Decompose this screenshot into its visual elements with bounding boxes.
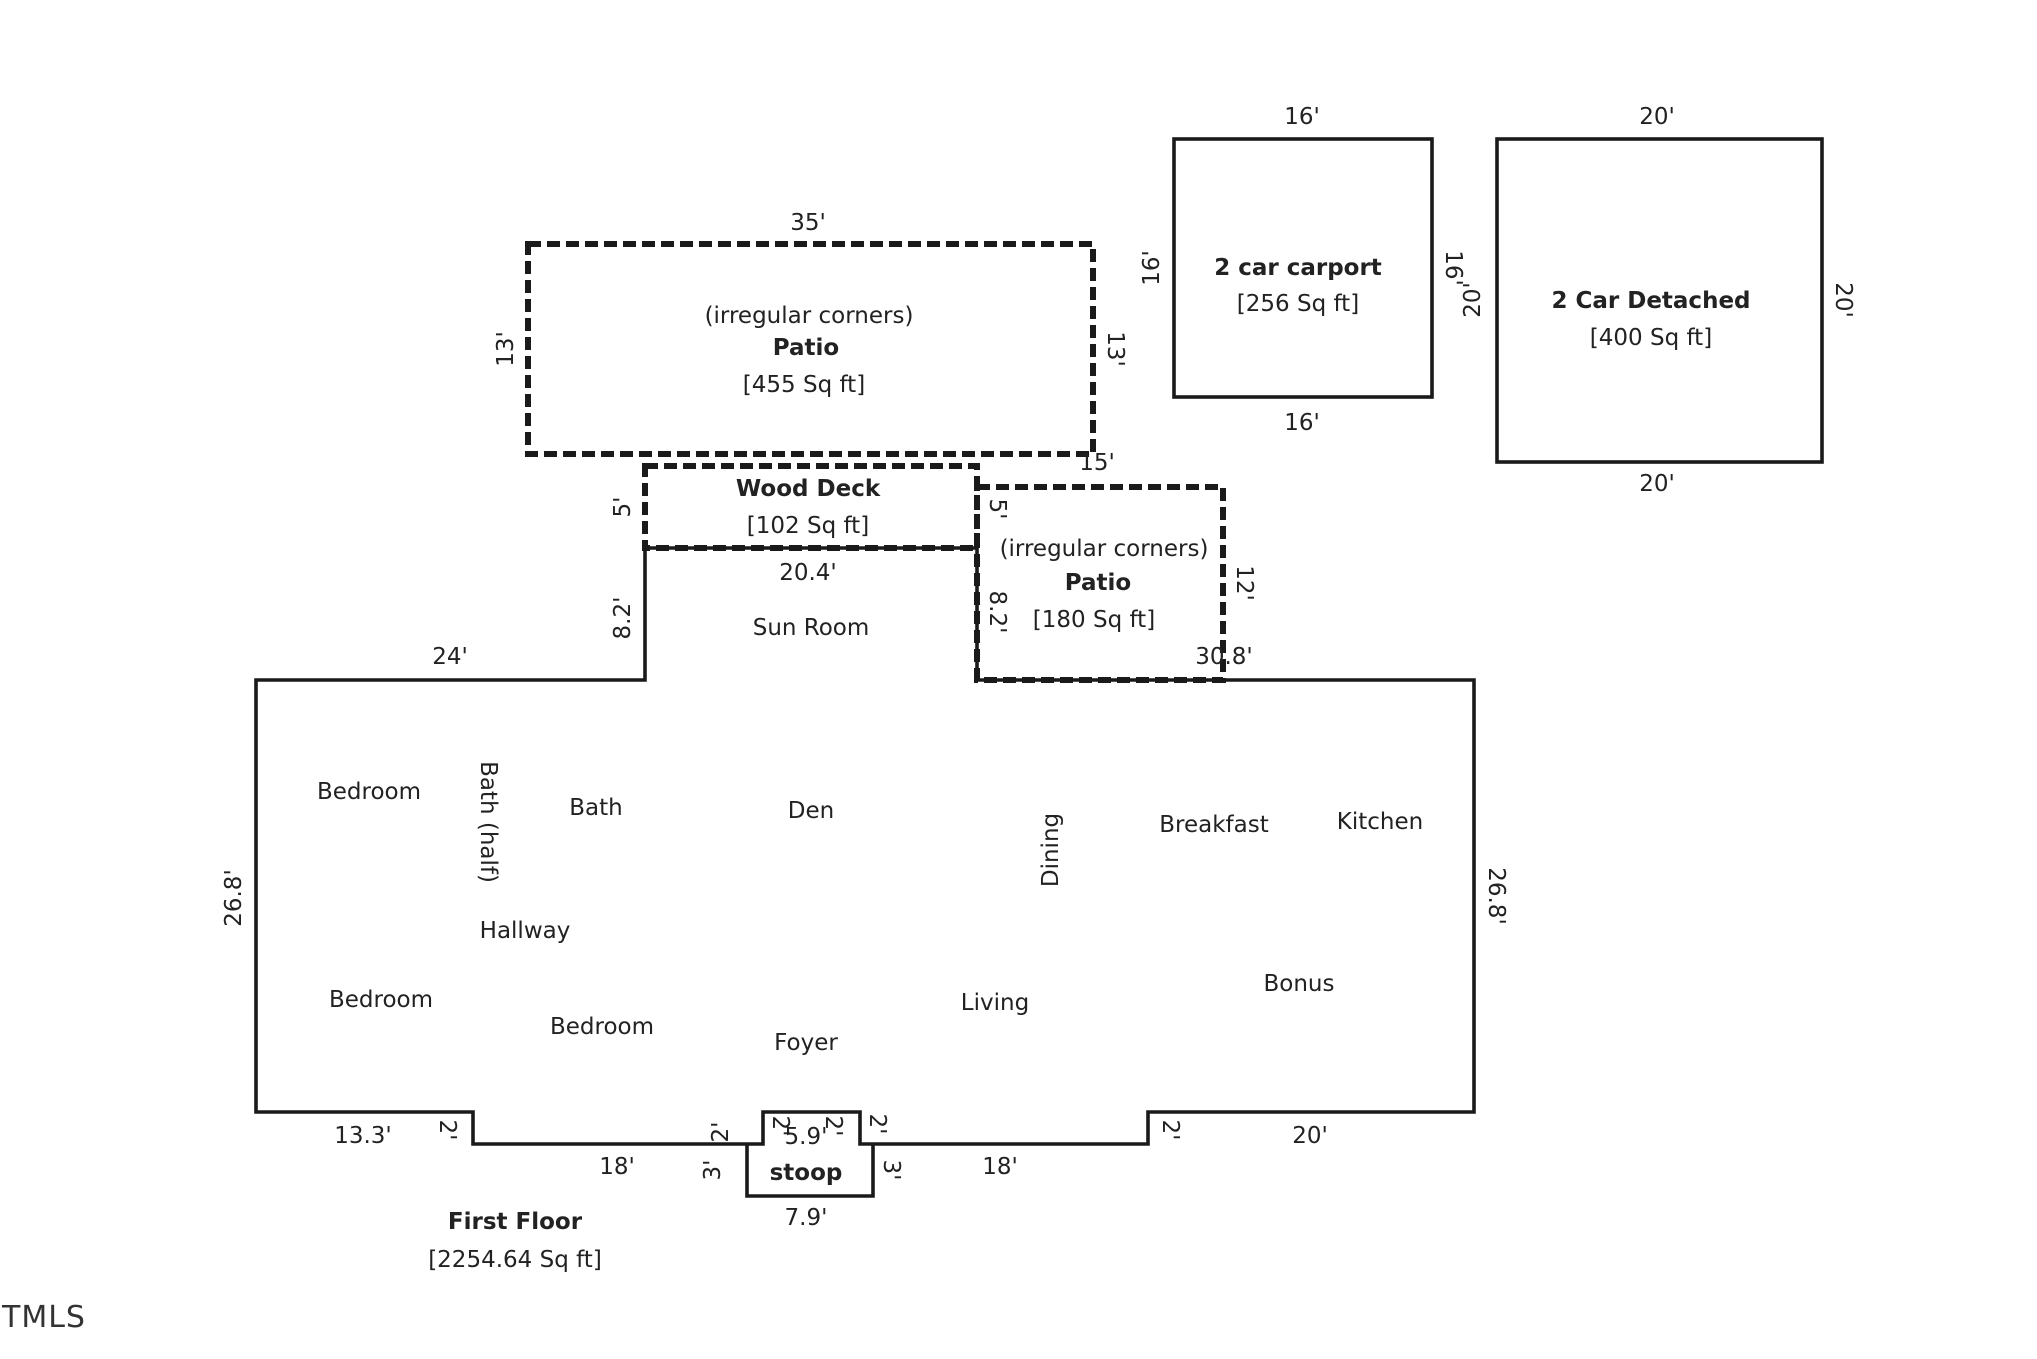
room-bonus: Bonus — [1264, 971, 1335, 997]
room-dining: Dining — [1038, 813, 1064, 887]
patio-large-dim-bottom: 15' — [1079, 450, 1115, 476]
room-den: Den — [788, 798, 834, 824]
patio-small-area: [180 Sq ft] — [1033, 607, 1155, 633]
patio-large-outline — [525, 241, 1096, 457]
main-house-title: First Floor — [448, 1209, 583, 1235]
stoop-outline — [745, 1144, 875, 1198]
garage-dim-left: 20' — [1460, 282, 1486, 318]
dim-step-right: 2' — [1157, 1120, 1183, 1141]
patio-small-label: Patio — [1065, 570, 1131, 596]
stoop-dim-side-left: 2' — [708, 1122, 734, 1143]
room-bath: Bath — [569, 795, 622, 821]
garage-labels: 2 Car Detached [400 Sq ft] 20' 20' 20' 2… — [1460, 104, 1856, 497]
patio-small-labels: (irregular corners) Patio [180 Sq ft] 5'… — [984, 499, 1257, 634]
room-kitchen: Kitchen — [1337, 809, 1423, 835]
patio-small-dim-left-bottom: 8.2' — [984, 591, 1010, 634]
carport-area: [256 Sq ft] — [1237, 291, 1359, 317]
room-hallway: Hallway — [480, 918, 571, 944]
stoop-dim-notch-right: 2' — [820, 1116, 846, 1137]
patio-small-dim-right: 12' — [1231, 565, 1257, 601]
dim-bottom-right: 20' — [1292, 1123, 1328, 1149]
room-foyer: Foyer — [774, 1030, 838, 1056]
patio-large-dim-top: 35' — [790, 210, 826, 236]
room-bedroom-1: Bedroom — [317, 779, 421, 805]
wood-deck-label: Wood Deck — [736, 476, 881, 502]
dim-bottom-mid-left: 18' — [599, 1154, 635, 1180]
carport-labels: 2 car carport [256 Sq ft] 16' 16' 16' 16… — [1139, 104, 1466, 436]
carport-outline — [1172, 137, 1434, 399]
room-breakfast: Breakfast — [1159, 812, 1269, 838]
wood-deck-area: [102 Sq ft] — [747, 513, 869, 539]
garage-outline — [1495, 137, 1824, 464]
room-sun-room: Sun Room — [753, 615, 870, 641]
dim-top-left: 24' — [432, 644, 468, 670]
stoop-dim-notch-left: 2' — [767, 1116, 793, 1137]
patio-small-note: (irregular corners) — [1000, 536, 1209, 562]
stoop-dim-bottom: 7.9' — [785, 1205, 828, 1231]
stoop-dim-depth-left: 3' — [700, 1160, 726, 1181]
wood-deck-dim-bottom: 20.4' — [779, 560, 837, 586]
wood-deck-labels: Wood Deck [102 Sq ft] 5' 20.4' — [610, 476, 881, 586]
wood-deck-dim-left: 5' — [610, 497, 636, 518]
dim-bottom-left: 13.3' — [334, 1123, 392, 1149]
garage-dim-bottom: 20' — [1639, 471, 1675, 497]
stoop-dim-side-right: 2' — [864, 1114, 890, 1135]
carport-dim-bottom: 16' — [1284, 410, 1320, 436]
carport-label: 2 car carport — [1214, 255, 1382, 281]
patio-large-labels: (irregular corners) Patio [455 Sq ft] 35… — [493, 210, 1128, 476]
patio-large-area: [455 Sq ft] — [743, 372, 865, 398]
main-house-area: [2254.64 Sq ft] — [428, 1247, 602, 1273]
patio-large-label: Patio — [773, 335, 839, 361]
dim-right: 26.8' — [1483, 867, 1509, 925]
garage-dim-right: 20' — [1830, 282, 1856, 318]
garage-area: [400 Sq ft] — [1590, 325, 1712, 351]
stoop-dim-depth-right: 3' — [878, 1160, 904, 1181]
room-bedroom-3: Bedroom — [550, 1014, 654, 1040]
patio-small-outline — [974, 484, 1226, 683]
carport-dim-top: 16' — [1284, 104, 1320, 130]
room-bedroom-2: Bedroom — [329, 987, 433, 1013]
tmls-watermark: TMLS — [1, 1300, 86, 1335]
patio-small-dim-left-top: 5' — [984, 499, 1010, 520]
carport-dim-right: 16' — [1440, 250, 1466, 286]
room-bath-half: Bath (half) — [475, 761, 501, 883]
dim-left: 26.8' — [221, 869, 247, 927]
stoop-label: stoop — [770, 1160, 843, 1186]
dim-top-right: 30.8' — [1195, 644, 1253, 670]
carport-dim-left: 16' — [1139, 250, 1165, 286]
dim-bottom-mid-right: 18' — [982, 1154, 1018, 1180]
patio-large-dim-right: 13' — [1102, 331, 1128, 367]
garage-label: 2 Car Detached — [1551, 288, 1750, 314]
dim-step-left: 2' — [434, 1120, 460, 1141]
room-living: Living — [961, 990, 1029, 1016]
stoop-labels: stoop 5.9' 2' 2' 2' 2' 3' 3' 7.9' — [700, 1114, 904, 1231]
stoop-dim-width: 5.9' — [785, 1124, 828, 1150]
dim-sun-room-height: 8.2' — [610, 597, 636, 640]
patio-large-note: (irregular corners) — [705, 303, 914, 329]
garage-dim-top: 20' — [1639, 104, 1675, 130]
patio-large-dim-left: 13' — [493, 331, 519, 367]
main-house-labels: Sun Room Bedroom Bath (half) Bath Den Di… — [221, 597, 1509, 1273]
